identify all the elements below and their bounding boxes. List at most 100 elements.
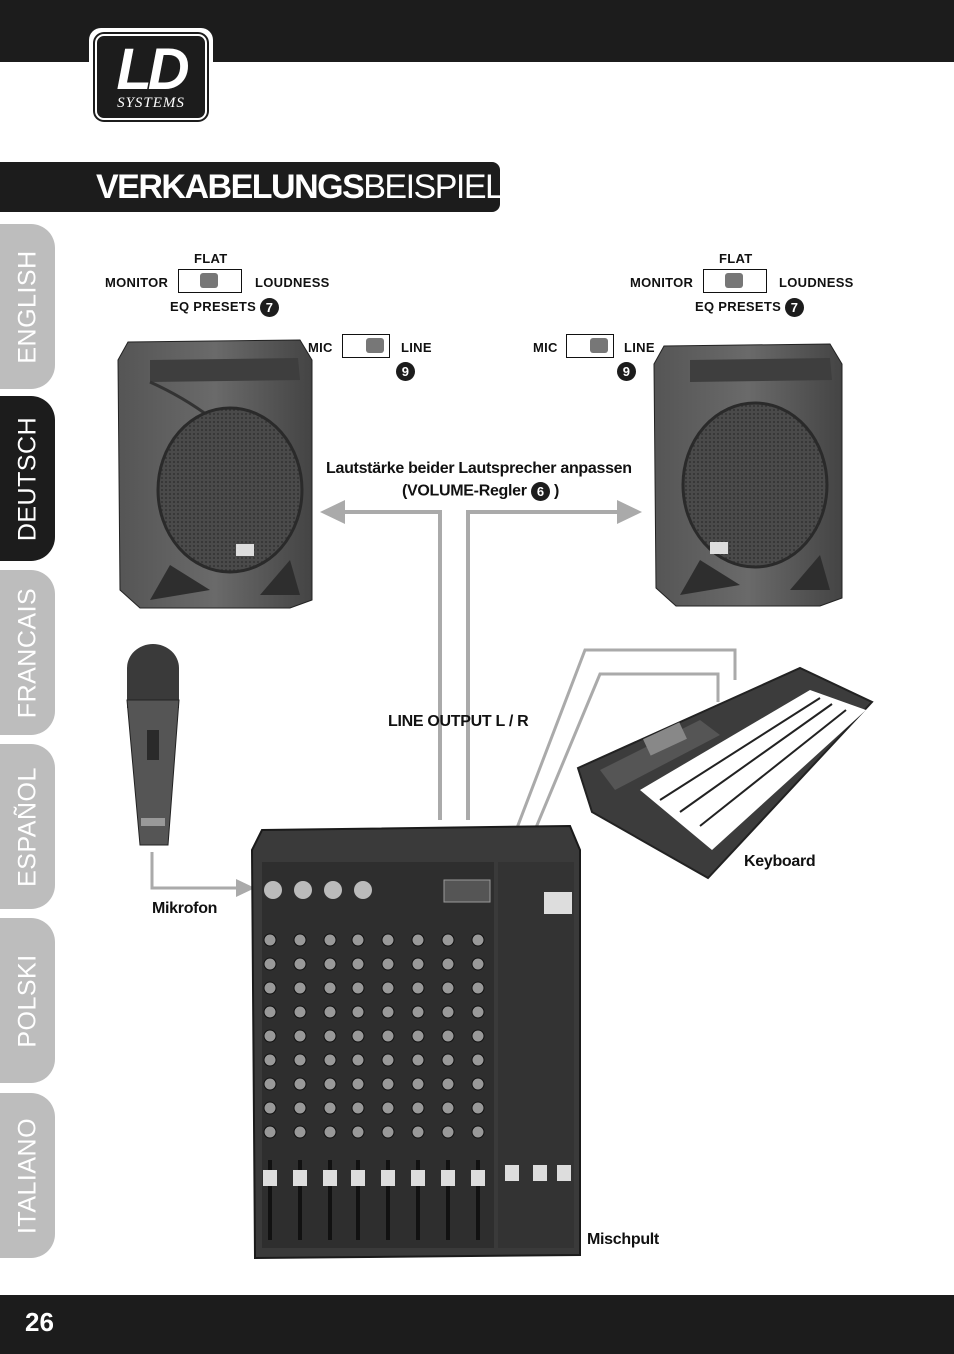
fader-track	[328, 1160, 332, 1240]
mixer-knob	[381, 1101, 395, 1115]
fader-track	[476, 1160, 480, 1240]
page-title: VERKABELUNGSBEISPIEL:	[96, 168, 512, 206]
right-eq-presets: EQ PRESETS 7	[695, 298, 804, 317]
mixer-knob	[411, 933, 425, 947]
keyboard	[576, 666, 874, 880]
mixer-knob	[323, 1125, 337, 1139]
mixer-knob	[411, 1053, 425, 1067]
mixer-knob	[263, 957, 277, 971]
mixer-knob	[411, 1005, 425, 1019]
arrow-left-head	[320, 500, 345, 524]
mixer-knob	[411, 981, 425, 995]
left-line-label: LINE	[401, 340, 432, 355]
left-loudness-label: LOUDNESS	[255, 275, 330, 290]
fader-track	[356, 1160, 360, 1240]
mikrofon-label: Mikrofon	[152, 900, 218, 917]
keyboard-label: Keyboard	[744, 853, 816, 870]
mixer-knob	[441, 1077, 455, 1091]
mixer-knob	[441, 1125, 455, 1139]
mixer-knob	[323, 1005, 337, 1019]
keyboard-cable-lines	[476, 648, 737, 951]
logo-sub: SYSTEMS	[117, 95, 185, 111]
fader-cap	[263, 1170, 277, 1186]
mixer-knob	[263, 933, 277, 947]
volume-note-line1: Lautstärke beider Lautsprecher anpassen	[326, 460, 632, 477]
tab-polski[interactable]: POLSKI	[0, 918, 55, 1083]
mixer-knob	[381, 1077, 395, 1091]
right-line-label: LINE	[624, 340, 655, 355]
mixer-knob	[293, 981, 307, 995]
mixer-knob	[471, 1053, 485, 1067]
mixer-knob	[263, 1101, 277, 1115]
mixer-knob	[351, 1077, 365, 1091]
mixer-knob	[351, 1125, 365, 1139]
section-title-bar: VERKABELUNGSBEISPIEL:	[0, 162, 512, 212]
mixer-knob	[411, 1101, 425, 1115]
mixer-knob	[293, 1029, 307, 1043]
mixer-knob	[263, 981, 277, 995]
mixer-knob	[293, 1101, 307, 1115]
mixer-knob	[411, 1125, 425, 1139]
mixer-knob	[293, 933, 307, 947]
speaker-cable-lines	[342, 510, 620, 820]
mixer-knob	[351, 1101, 365, 1115]
right-mic-line-switch[interactable]	[566, 334, 614, 358]
fader-track	[446, 1160, 450, 1240]
tab-francais[interactable]: FRANCAIS	[0, 570, 55, 735]
page-number: 26	[25, 1307, 54, 1337]
mixer-knob	[381, 1005, 395, 1019]
tab-italiano[interactable]: ITALIANO	[0, 1093, 55, 1258]
tab-english[interactable]: ENGLISH	[0, 224, 55, 389]
mixer-knob	[263, 1005, 277, 1019]
mixer-knob	[323, 1029, 337, 1043]
mixer-knob	[323, 1053, 337, 1067]
mixer-knob	[381, 1053, 395, 1067]
mixer-knob	[263, 1053, 277, 1067]
mixer-knob	[263, 1029, 277, 1043]
fader-track	[298, 1160, 302, 1240]
right-monitor-label: MONITOR	[630, 275, 694, 290]
right-line-num: 9	[617, 362, 636, 381]
mixer-knob	[381, 957, 395, 971]
left-mic-line-switch[interactable]	[342, 334, 390, 358]
mixer-knob	[323, 1101, 337, 1115]
fader-cap	[441, 1170, 455, 1186]
left-eq-switch[interactable]	[178, 269, 242, 293]
mixer-knob	[441, 1053, 455, 1067]
mixer-knob	[323, 933, 337, 947]
mixer-knob	[351, 1005, 365, 1019]
tab-espanol[interactable]: ESPAÑOL	[0, 744, 55, 909]
mixer-knob	[293, 957, 307, 971]
mixer-knob	[323, 981, 337, 995]
mixer-knob	[381, 981, 395, 995]
mixer-knob	[351, 957, 365, 971]
footer-bar: 26	[0, 1295, 954, 1354]
mixer-knob	[411, 1029, 425, 1043]
mixer-knob	[441, 1029, 455, 1043]
volume-note-line2: (VOLUME-Regler 6 )	[402, 482, 560, 501]
mixer-knob	[471, 1029, 485, 1043]
right-eq-switch[interactable]	[703, 269, 767, 293]
mixer-knob	[411, 1077, 425, 1091]
fader-cap	[411, 1170, 425, 1186]
mixer-knob	[293, 1053, 307, 1067]
left-eq-presets: EQ PRESETS 7	[170, 298, 279, 317]
mischpult-label: Mischpult	[587, 1231, 659, 1248]
fader-cap	[381, 1170, 395, 1186]
master-fader-cap	[505, 1165, 519, 1181]
logo-brand: LD	[116, 37, 189, 102]
tab-deutsch[interactable]: DEUTSCH	[0, 396, 55, 561]
mixer-knob	[351, 981, 365, 995]
mixer-knob	[323, 1077, 337, 1091]
mixer-knob	[293, 1005, 307, 1019]
mixer-knob	[381, 1029, 395, 1043]
mixer-knob	[381, 933, 395, 947]
left-speaker	[117, 339, 313, 609]
fader-track	[386, 1160, 390, 1240]
fader-cap	[471, 1170, 485, 1186]
microphone	[126, 644, 180, 846]
mixer-knob	[293, 1077, 307, 1091]
master-fader-cap	[557, 1165, 571, 1181]
mixer-knob	[441, 1005, 455, 1019]
